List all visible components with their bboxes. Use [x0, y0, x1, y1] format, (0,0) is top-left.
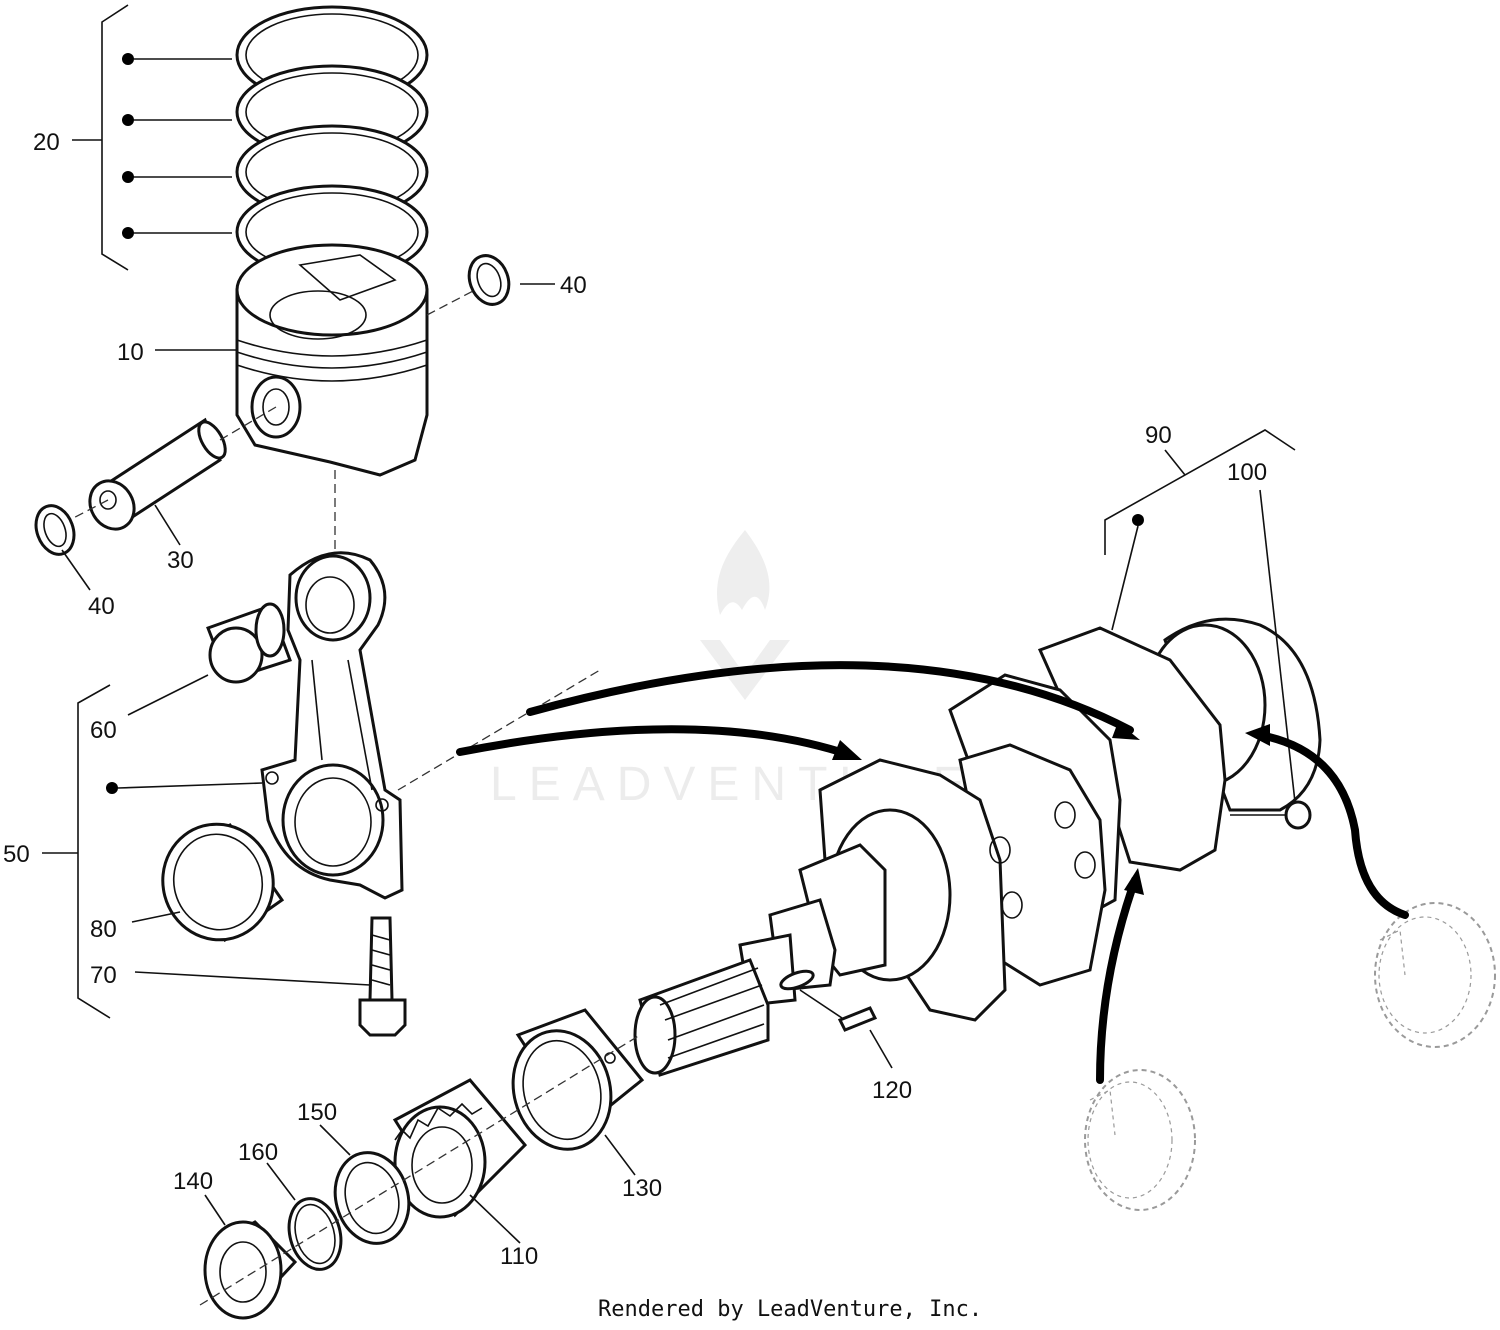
- front-sleeve: [199, 1034, 641, 1320]
- big-end-bearing: [161, 822, 285, 943]
- retaining-ring-top: [426, 254, 511, 316]
- watermark-flame-icon: [717, 530, 770, 615]
- o-ring: [287, 1197, 343, 1271]
- front-main-bearing: [511, 1008, 645, 1151]
- callout-150: 150: [297, 1099, 337, 1126]
- callout-70: 70: [90, 962, 117, 989]
- leader-lines: [61, 283, 636, 1244]
- callout-40-top: 40: [560, 272, 587, 299]
- woodruff-key: [799, 989, 893, 1069]
- piston: [235, 243, 429, 477]
- plug: [1230, 489, 1312, 830]
- spacer-washer: [333, 1151, 411, 1245]
- ring-bracket: [72, 4, 232, 271]
- connecting-rod: [260, 470, 601, 900]
- callout-90: 90: [1145, 422, 1172, 449]
- rod-bolt: [358, 916, 407, 1037]
- callout-140: 140: [173, 1168, 213, 1195]
- ghost-bearing-shell-1: [1084, 1069, 1196, 1211]
- crankshaft-gear: [392, 1078, 528, 1219]
- assembly-arrows: [456, 661, 1409, 1084]
- rod-bracket: [42, 684, 263, 1019]
- callout-30: 30: [167, 547, 194, 574]
- piston-pin: [59, 406, 277, 531]
- piston-ring-set: [235, 5, 429, 280]
- callout-110: 110: [500, 1243, 538, 1270]
- small-end-bushing: [206, 602, 292, 684]
- retaining-ring-left: [34, 504, 76, 556]
- callout-120: 120: [872, 1077, 912, 1104]
- callout-50: 50: [3, 841, 30, 868]
- callout-100: 100: [1227, 459, 1267, 486]
- callout-20: 20: [33, 129, 60, 156]
- callout-60: 60: [90, 717, 117, 744]
- callout-labels: 20 40 10 30 40 60 50 80 70 90 100 120 15…: [3, 129, 1267, 1270]
- rendered-by-caption: Rendered by LeadVenture, Inc.: [598, 1297, 982, 1322]
- callout-10: 10: [117, 339, 144, 366]
- callout-130: 130: [622, 1175, 662, 1202]
- ghost-bearing-shell-2: [1374, 902, 1496, 1048]
- callout-80: 80: [90, 916, 117, 943]
- callout-40-left: 40: [88, 593, 115, 620]
- watermark-logo-mark-icon: [700, 640, 790, 700]
- crankshaft-bracket: [1104, 429, 1296, 631]
- callout-160: 160: [238, 1139, 278, 1166]
- crankshaft: [633, 617, 1322, 1077]
